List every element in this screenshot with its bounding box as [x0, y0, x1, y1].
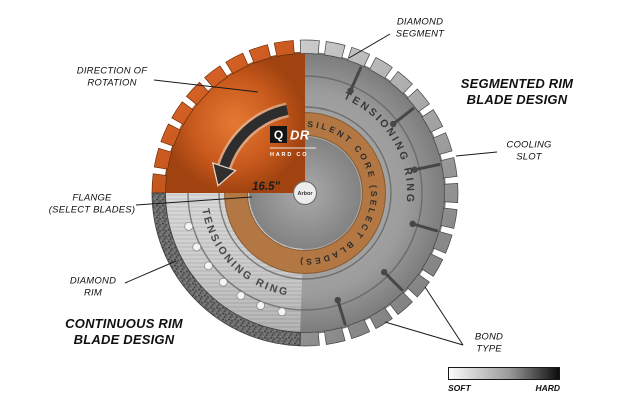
diamond-segment: [369, 307, 393, 330]
diamond-segment: [299, 331, 320, 347]
diamond-segment: [225, 52, 249, 75]
diamond-segment: [440, 207, 458, 229]
label-line: SEGMENTED RIM: [460, 75, 574, 91]
cooling-slot-keyhole: [411, 166, 418, 173]
diamond-segment: [389, 291, 413, 316]
diamond-segment: [440, 157, 458, 179]
diamond-segment: [347, 318, 371, 340]
cooling-slot-keyhole: [390, 120, 397, 128]
diamond-segment: [421, 253, 444, 277]
leader-bond-type-1: [384, 321, 464, 346]
label-direction-of-rotation: DIRECTION OF ROTATION: [77, 66, 147, 91]
diamond-segment: [273, 40, 295, 57]
flange-hole: [203, 261, 213, 271]
bond-gradient-bar: [448, 367, 560, 380]
diamond-segment: [171, 101, 194, 125]
cooling-slot: [349, 66, 363, 91]
flange-hole: [277, 307, 287, 317]
flange-hole: [236, 291, 246, 301]
arbor-label: Arbor: [298, 191, 314, 197]
diamond-segment: [432, 132, 453, 155]
label-segmented-rim-title: SEGMENTED RIM BLADE DESIGN: [461, 76, 573, 109]
diamond-segment: [406, 273, 430, 298]
cooling-slot-keyhole: [409, 220, 416, 228]
label-line: DIAMOND: [396, 16, 444, 28]
diamond-segment: [153, 147, 173, 170]
bond-scale-labels: SOFT HARD: [448, 383, 560, 393]
diamond-segment: [389, 70, 413, 95]
rotation-direction-sector: [164, 52, 305, 193]
bond-hard-label: HARD: [535, 383, 560, 393]
diamond-segment: [324, 41, 346, 59]
cooling-slot: [413, 222, 439, 233]
diamond-segment: [443, 183, 459, 203]
brand-logo-tagline: HARD CO: [270, 152, 308, 158]
arbor-hole: [292, 180, 318, 206]
cooling-slot-keyhole: [347, 87, 354, 94]
bond-type-scale: SOFT HARD: [448, 367, 560, 393]
diamond-segment: [421, 109, 444, 133]
silent-core-ring: [224, 112, 386, 274]
cooling-slot-keyhole: [380, 268, 388, 276]
continuous-diamond-rim: [151, 192, 301, 347]
label-line: COOLING: [506, 139, 552, 151]
cooling-slot: [415, 163, 441, 171]
label-line: FLANGE: [72, 192, 112, 204]
diamond-segment: [204, 65, 228, 89]
brand-logo-name: DR: [290, 128, 310, 143]
diamond-segment: [369, 56, 393, 79]
leader-bond-type-2: [424, 286, 464, 346]
label-line: RIM: [83, 288, 103, 299]
silent-core-ring-edge: [247, 135, 363, 251]
diamond-segment: [432, 231, 453, 254]
cooling-slot: [384, 272, 404, 292]
cooling-slot-keyhole: [334, 296, 341, 304]
flange-hole: [218, 277, 228, 287]
label-line: DIAMOND: [69, 275, 117, 287]
silent-core-ring-edge: [224, 112, 386, 274]
diamond-segment: [160, 123, 181, 147]
diamond-segment: [347, 46, 371, 68]
leader-diamond-rim: [124, 260, 177, 284]
flange-hole: [256, 301, 266, 310]
label-line: BOND: [474, 331, 504, 343]
bond-soft-label: SOFT: [448, 383, 471, 393]
label-line: BLADE DESIGN: [466, 92, 568, 107]
diamond-segment: [151, 173, 167, 194]
rotation-arrow: [219, 104, 289, 169]
brand-logo-mark: Q: [274, 128, 283, 142]
label-diamond-segment: DIAMOND SEGMENT: [396, 17, 444, 42]
label-line: DIRECTION OF: [76, 65, 148, 77]
label-continuous-rim-title: CONTINUOUS RIM BLADE DESIGN: [65, 316, 183, 349]
brand-logo-box: [270, 126, 287, 143]
diamond-segment: [185, 81, 210, 106]
label-diamond-rim: DIAMOND RIM: [70, 276, 116, 301]
label-line: ROTATION: [87, 78, 137, 89]
cooling-slot: [336, 300, 347, 326]
label-line: TYPE: [476, 344, 502, 355]
label-line: (SELECT BLADES): [48, 205, 136, 216]
leader-cooling-slot: [455, 151, 498, 157]
label-bond-type: BOND TYPE: [475, 332, 503, 357]
label-cooling-slot: COOLING SLOT: [506, 140, 551, 165]
rotation-arrowhead: [211, 162, 237, 187]
cooling-slot: [393, 107, 415, 125]
blade-diameter-label: 16.5": [252, 181, 280, 193]
diamond-segment: [299, 39, 320, 55]
label-line: SEGMENT: [395, 29, 445, 40]
leader-diamond-segment: [348, 33, 391, 59]
diamond-segment: [248, 44, 272, 64]
diamond-segment: [406, 88, 430, 113]
tensioning-ring-inner-edge: [218, 106, 392, 280]
flange-hole: [184, 221, 194, 231]
flange-hole: [192, 242, 202, 252]
leader-flange: [135, 196, 253, 206]
leader-direction-of-rotation: [153, 79, 259, 93]
label-flange: FLANGE (SELECT BLADES): [49, 193, 135, 218]
label-line: BLADE DESIGN: [73, 332, 175, 347]
diamond-segment: [324, 327, 346, 345]
label-line: CONTINUOUS RIM: [65, 315, 183, 331]
label-line: SLOT: [516, 152, 542, 163]
